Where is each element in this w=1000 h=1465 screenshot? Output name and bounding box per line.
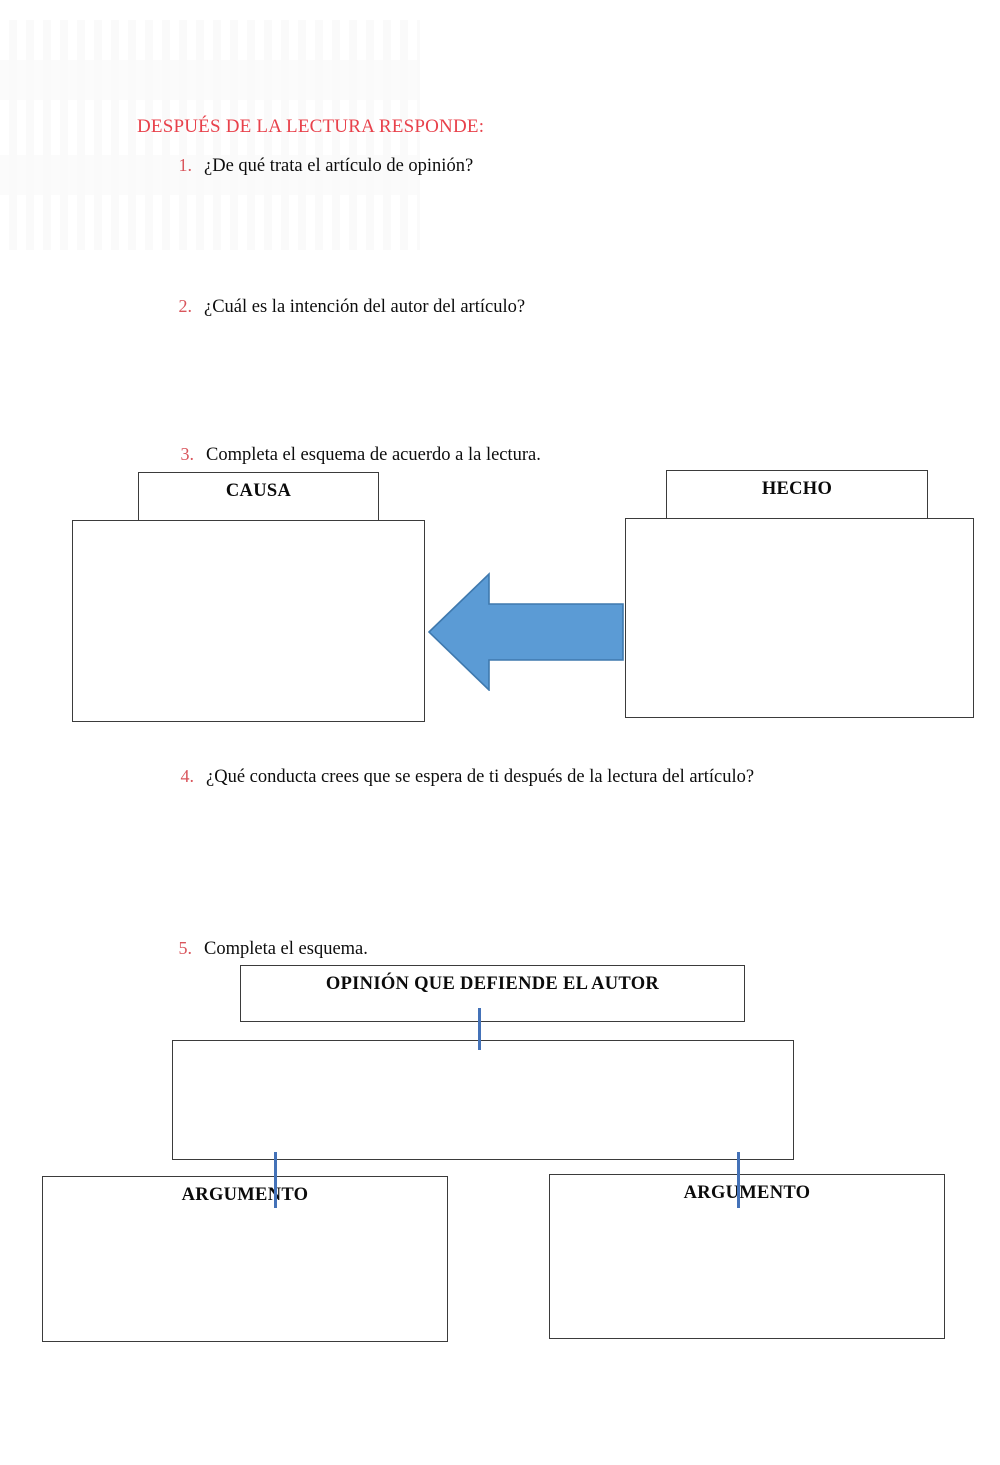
opinion-label-box: OPINIÓN QUE DEFIENDE EL AUTOR [240,965,745,1022]
argument-label-2: ARGUMENTO [683,1183,811,1203]
question-item-3: 3. Completa el esquema de acuerdo a la l… [164,444,541,466]
page-title: DESPUÉS DE LA LECTURA RESPONDE: [137,116,485,137]
question-number-5: 5. [178,938,193,958]
argument-label-1: ARGUMENTO [181,1185,309,1205]
question-text-1: ¿De qué trata el artículo de opinión? [204,156,474,176]
left-arrow-icon [428,572,624,691]
question-number-4: 4. [180,766,195,786]
opinion-label: OPINIÓN QUE DEFIENDE EL AUTOR [325,974,660,994]
question-text-3: Completa el esquema de acuerdo a la lect… [206,445,541,465]
effect-answer-box[interactable] [625,518,974,718]
argument-box-1[interactable]: ARGUMENTO [42,1176,448,1342]
question-item-4: 4. ¿Qué conducta crees que se espera de … [164,766,755,788]
question-number-1: 1. [178,155,193,175]
connector-opinion-to-answer [478,1008,481,1050]
connector-answer-to-argument-2 [737,1152,740,1208]
argument-box-2[interactable]: ARGUMENTO [549,1174,945,1339]
question-item-5: 5. Completa el esquema. [162,938,368,960]
effect-label: HECHO [761,479,833,499]
question-item-2: 2. ¿Cuál es la intención del autor del a… [162,296,526,318]
effect-label-box: HECHO [666,470,928,519]
question-text-4: ¿Qué conducta crees que se espera de ti … [206,767,755,787]
question-text-2: ¿Cuál es la intención del autor del artí… [204,297,526,317]
question-text-5: Completa el esquema. [204,939,368,959]
connector-answer-to-argument-1 [274,1152,277,1208]
opinion-answer-box[interactable] [172,1040,794,1160]
question-item-1: 1. ¿De qué trata el artículo de opinión? [162,155,474,177]
cause-label: CAUSA [225,481,292,501]
cause-label-box: CAUSA [138,472,379,521]
question-number-2: 2. [178,296,193,316]
cause-answer-box[interactable] [72,520,425,722]
question-number-3: 3. [180,444,195,464]
